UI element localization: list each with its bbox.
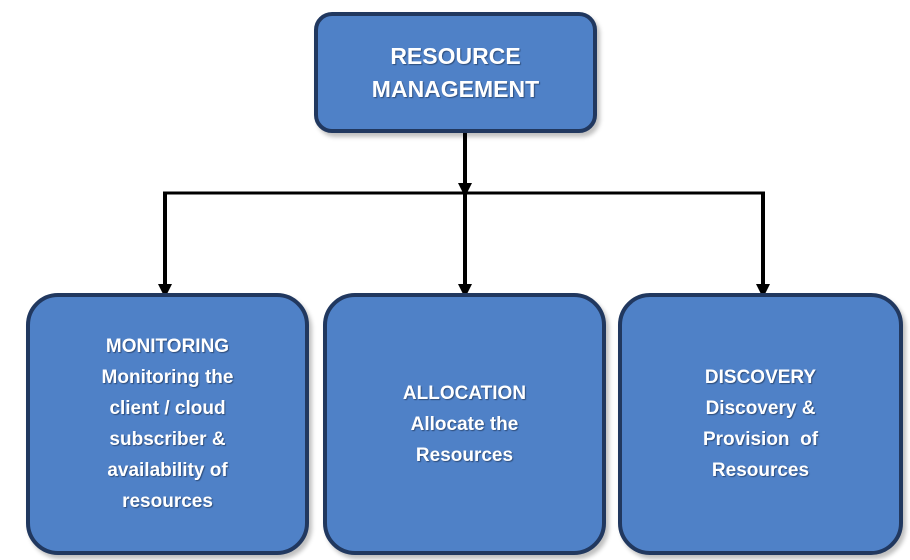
- discovery-line-2: Provision of: [702, 429, 819, 450]
- monitoring-line-3: subscriber &: [109, 429, 226, 450]
- allocation-box: ALLOCATION Allocate the Resources: [323, 293, 606, 555]
- resource-management-box: RESOURCE MANAGEMENT: [314, 12, 597, 133]
- discovery-line-1: Discovery &: [705, 398, 816, 419]
- allocation-line-2: Resources: [415, 444, 514, 466]
- monitoring-box: MONITORING Monitoring the client / cloud…: [26, 293, 309, 555]
- allocation-title: ALLOCATION: [402, 382, 527, 404]
- root-title-line-2: MANAGEMENT: [371, 75, 540, 102]
- discovery-line-3: Resources: [711, 460, 810, 481]
- monitoring-line-4: availability of: [107, 460, 228, 481]
- discovery-title: DISCOVERY: [704, 367, 817, 388]
- monitoring-line-5: resources: [122, 491, 213, 512]
- monitoring-line-1: Monitoring the: [101, 367, 234, 388]
- allocation-line-1: Allocate the: [410, 413, 519, 435]
- monitoring-line-2: client / cloud: [109, 398, 226, 419]
- monitoring-title: MONITORING: [105, 336, 230, 357]
- discovery-box: DISCOVERY Discovery & Provision of Resou…: [618, 293, 903, 555]
- root-title-line-1: RESOURCE: [390, 42, 521, 69]
